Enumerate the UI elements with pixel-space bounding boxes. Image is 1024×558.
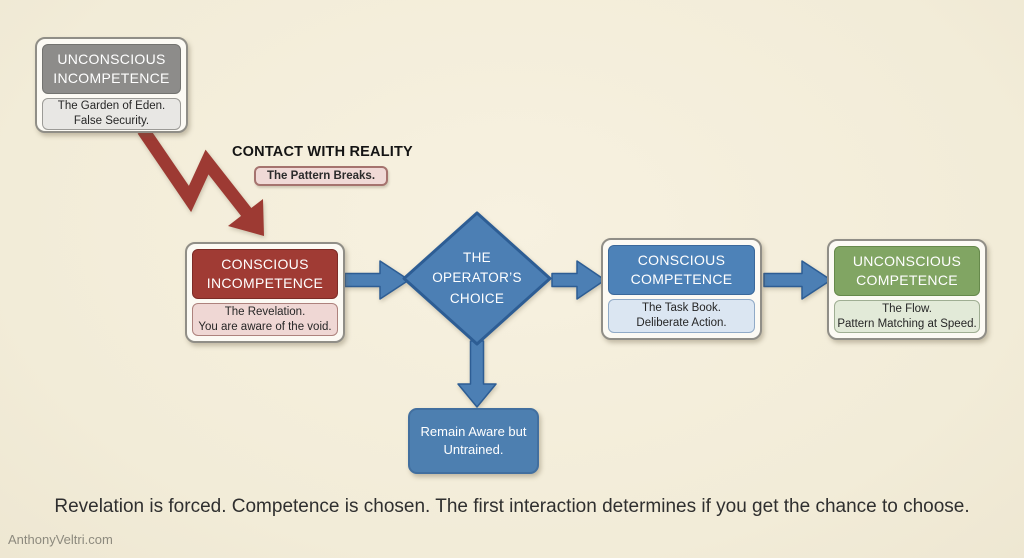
stage-conscious-competence: CONSCIOUS COMPETENCE The Task Book. Deli…	[601, 238, 762, 340]
arrow-choice-to-competence	[551, 260, 606, 300]
stage-unconscious-competence: UNCONSCIOUS COMPETENCE The Flow. Pattern…	[827, 239, 987, 340]
arrow-competence-to-mastery	[763, 260, 832, 300]
stage-title-unconscious-competence: UNCONSCIOUS COMPETENCE	[834, 246, 980, 296]
watermark-site-name: AnthonyVeltri.com	[8, 532, 113, 547]
footer-tagline: Revelation is forced. Competence is chos…	[54, 496, 970, 517]
stage-conscious-incompetence: CONSCIOUS INCOMPETENCE The Revelation. Y…	[185, 242, 345, 343]
arrow-choice-to-untrained	[457, 340, 497, 408]
stage-subtitle-unconscious-incompetence: The Garden of Eden. False Security.	[42, 98, 181, 130]
reality-bolt-arrowhead	[228, 199, 264, 236]
decision-diamond	[402, 211, 552, 346]
stage-subtitle-conscious-incompetence: The Revelation. You are aware of the voi…	[192, 303, 338, 336]
stage-title-conscious-competence: CONSCIOUS COMPETENCE	[608, 245, 755, 295]
stage-unconscious-incompetence: UNCONSCIOUS INCOMPETENCE The Garden of E…	[35, 37, 188, 133]
outcome-remain-untrained: Remain Aware but Untrained.	[408, 408, 539, 474]
arrow-incompetence-to-choice	[344, 260, 410, 300]
stage-subtitle-conscious-competence: The Task Book. Deliberate Action.	[608, 299, 755, 333]
stage-title-conscious-incompetence: CONSCIOUS INCOMPETENCE	[192, 249, 338, 299]
stage-subtitle-unconscious-competence: The Flow. Pattern Matching at Speed.	[834, 300, 980, 333]
stage-title-unconscious-incompetence: UNCONSCIOUS INCOMPETENCE	[42, 44, 181, 94]
reality-bolt-arrow	[137, 126, 253, 218]
pattern-breaks-chip: The Pattern Breaks.	[254, 166, 389, 186]
contact-with-reality-label: CONTACT WITH REALITY	[232, 144, 413, 160]
